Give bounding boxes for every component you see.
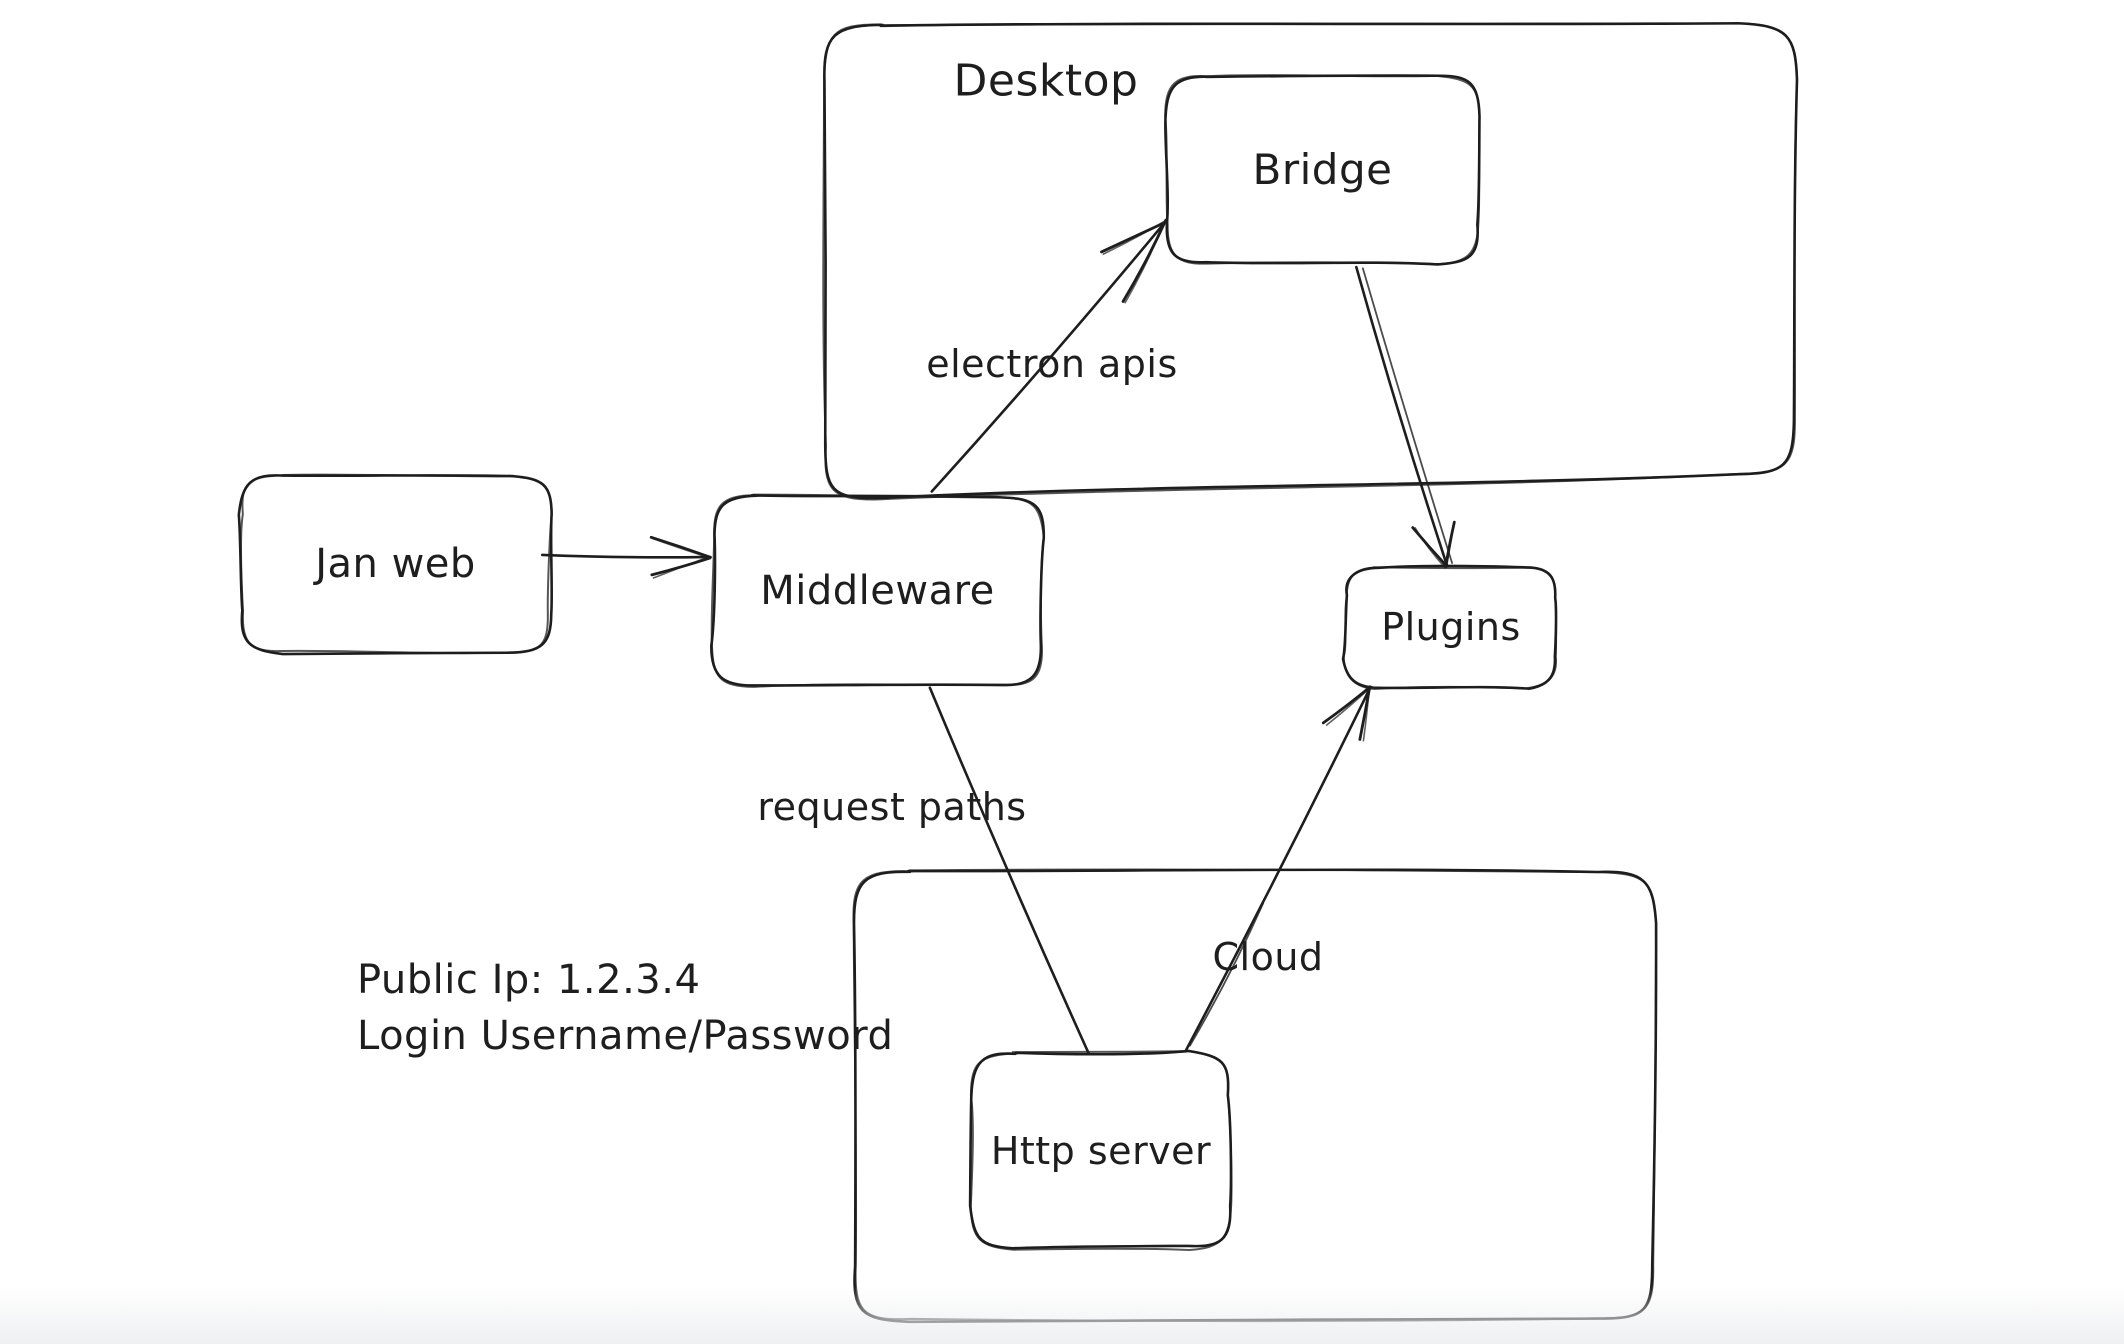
node-plugins-box[interactable] [1341,564,1558,691]
middleware-label: Middleware [760,567,995,614]
jan-web-label: Jan web [315,540,476,587]
arrow-bridge-to-plugins[interactable] [1355,265,1456,569]
plugins-label: Plugins [1381,605,1521,649]
node-http-server[interactable]: Http server [972,1053,1230,1248]
node-plugins[interactable]: Plugins [1345,567,1557,687]
desktop-container-label[interactable]: Desktop [953,55,1139,107]
node-jan-web-box[interactable] [237,473,554,656]
container-desktop-box[interactable] [822,21,1799,501]
node-bridge-box[interactable] [1164,74,1481,266]
login-note-line: Login Username/Password [357,1013,894,1059]
node-middleware[interactable]: Middleware [713,496,1042,685]
cloud-access-note[interactable]: Public Ip: 1.2.3.4 Login Username/Passwo… [357,952,893,1064]
arrow-janweb-to-middleware[interactable] [540,535,712,579]
arrow-httpserver-to-plugins[interactable] [1184,685,1372,1053]
bridge-label: Bridge [1252,144,1393,194]
node-jan-web[interactable]: Jan web [241,475,550,652]
http-server-label: Http server [990,1128,1212,1173]
node-http-server-box[interactable] [968,1049,1233,1251]
arrow-middleware-to-bridge[interactable] [930,218,1168,493]
line-middleware-to-httpserver[interactable] [928,686,1090,1055]
node-bridge[interactable]: Bridge [1167,75,1478,263]
edge-label-electron-apis[interactable]: electron apis [926,342,1178,386]
public-ip-note-line: Public Ip: 1.2.3.4 [357,957,701,1003]
cloud-container-label[interactable]: Cloud [1212,935,1324,979]
edge-label-request-paths[interactable]: request paths [757,785,1027,829]
node-middleware-box[interactable] [710,493,1046,688]
